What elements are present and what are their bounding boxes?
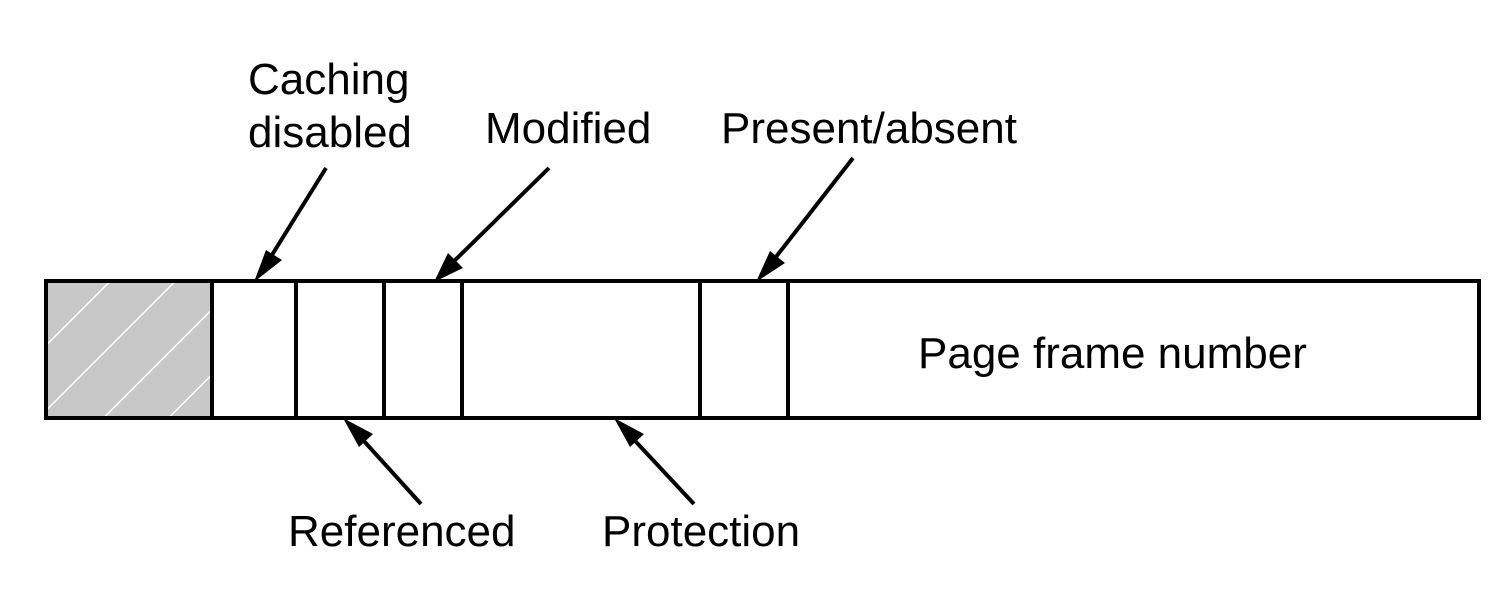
label-protection: Protection (602, 507, 800, 556)
arrow-present-absent (756, 156, 855, 282)
arrow-protection (614, 418, 696, 506)
label-caching-line1: Caching (248, 55, 409, 104)
label-caching-line2: disabled (248, 108, 412, 157)
label-page-frame-number: Page frame number (918, 329, 1307, 378)
label-modified: Modified (485, 104, 651, 153)
arrow-referenced (343, 418, 423, 506)
arrow-caching-disabled (254, 166, 328, 282)
arrow-modified (434, 166, 551, 282)
unused-field (44, 279, 214, 420)
label-referenced: Referenced (288, 507, 515, 556)
label-present-absent: Present/absent (721, 104, 1017, 153)
entry-bar (210, 279, 1481, 420)
